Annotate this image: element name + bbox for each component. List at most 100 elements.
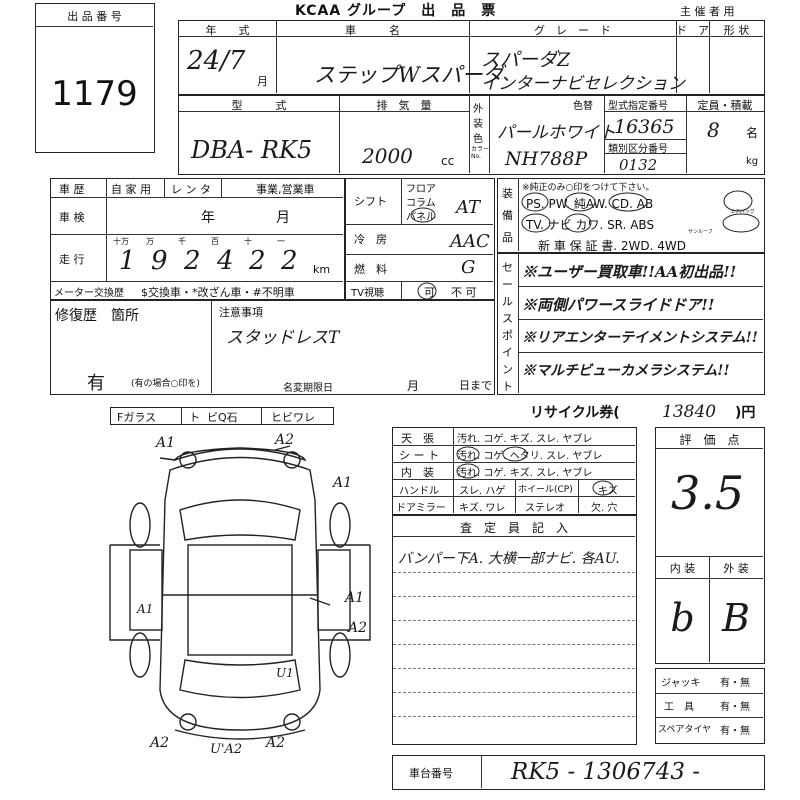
inspector-notes-box: 査 定 員 記 入 バンパー下A. 大横一部ナビ. 各AU. [392,515,637,745]
color-no-label: カラーNo. [471,146,490,160]
repair-yes: 有 [87,373,105,394]
color-value: パールホワイト [497,123,616,143]
mark-a2-rear-left: A2 [150,735,170,751]
glass-f: Fガラス [117,411,157,424]
mark-a2-rear-right: A2 [266,735,286,751]
mark-a1-front-left: A1 [156,435,176,451]
notice-value: スタッドレスT [226,328,340,348]
repair-box: 修復歴 箇所 注意事項 スタッドレスT 有 (有の場合○印を) 名変期限日 月 … [50,300,495,395]
handle-options: スレ. ハゲ [459,486,506,497]
ac-value: AAC [450,231,490,252]
handle-label: ハンドル [399,486,439,497]
lot-number-label: 出 品 番 号 [67,10,122,23]
airbag-sub: エアバッグ [730,209,755,215]
mark-a2-side: A2 [348,620,368,636]
jack-label: ジャッキ [661,678,701,689]
recycle-value: 13840 [662,402,717,422]
history-option-business: 事業,営業車 [256,183,315,196]
chassis-label: 車台番号 [409,767,453,780]
sales-label-7: ン [502,363,513,376]
equipment-circles [410,207,437,300]
ac-label: 冷 房 [354,233,387,246]
interior-condition-table: 天 張 汚れ. コゲ. キズ. スレ. ヤブレ シ ー ト 汚れ. コゲ. ヘタ… [392,427,637,515]
tools-box: ジャッキ 有・無 工 具 有・無 スペアタイヤ 有・無 [655,668,765,744]
fuel-label: 燃 料 [354,263,387,276]
mark-ua2-rear: U'A2 [210,742,243,757]
mirror-label: ドアミラー [396,503,446,514]
ceiling-options: 汚れ. コゲ. キズ. スレ. ヤブレ [457,434,593,445]
capacity-value: 8 [707,118,720,142]
exterior-label-1: 外 [473,104,483,115]
name-change-label: 名変期限日 [283,383,333,394]
sales-point-1: ※ユーザー買取車!!AA初出品!! [522,263,737,281]
inspection-year-unit: 年 [201,210,215,226]
seat-label: シ ー ト [399,449,439,462]
history-box: 車 歴 自 家 用 レ ン タ 事業,営業車 車 検 年 月 走 行 十万 万 … [50,178,345,300]
options-label-2: 備 [502,209,513,222]
capacity-label: 定員・積載 [697,99,753,112]
mirror-options: キズ. ワレ [459,503,506,514]
type-cert-label: 型式指定番号 [608,101,668,112]
sales-point-4: ※マルチビューカメラシステム!! [522,363,730,379]
glass-box: Fガラス ト ビQ石 ヒビワレ [110,407,334,425]
name-change-month: 月 [407,379,420,393]
mileage-label: 走 行 [59,253,85,266]
repair-label: 修復歴 箇所 [55,308,139,324]
options-circles [521,190,760,233]
options-line3: 新 車 保 証 書. 2WD. 4WD [538,239,686,253]
lot-number-value: 1179 [51,74,138,114]
recycle-unit: )円 [735,405,756,421]
options-label-1: 装 [502,187,513,200]
inspector-note: バンパー下A. 大横一部ナビ. 各AU. [398,551,620,567]
fuel-value: G [461,257,476,278]
chassis-box: 車台番号 RK5 - 1306743 - [392,755,765,790]
tv-no: 不 可 [451,286,477,299]
mileage-digit-1: 1 [119,246,136,276]
km-unit: km [313,263,331,276]
sales-label-4: ス [502,312,513,325]
row1-box: 年 式 車 名 グ レ ー ド ド ア 形 状 24/7 月 ステップWスパーダ… [178,20,765,95]
row2-box: 型 式 排 気 量 外 装 色 カラーNo. 色替 型式指定番号 類別区分番号 … [178,95,765,175]
mark-u1: U1 [276,666,294,680]
interior-circles [456,446,614,496]
sales-label-1: セ [502,261,513,274]
door-label: ド ア [676,24,709,37]
year-month-unit: 月 [257,75,268,88]
mileage-digit-3: 2 [184,246,201,276]
car-name-label: 車 名 [345,24,400,37]
sales-label-5: ポ [502,329,513,342]
year-label: 年 式 [205,24,250,37]
form-title: KCAA グループ 出 品 票 [295,3,497,19]
digit-unit-1: 十万 [113,237,129,246]
interior-score-value: b [670,596,695,640]
displacement-value: 2000 [362,144,413,168]
options-box: 装 備 品 ※純正のみ○印をつけて下さい。 PS. PW. 純AW. CD. A… [497,178,765,253]
ceiling-label: 天 張 [401,432,434,445]
digit-unit-5: 十 [244,237,252,246]
digit-unit-2: 万 [146,237,154,246]
interior-score-label: 内 装 [669,562,696,575]
options-label-3: 品 [502,231,513,244]
sales-points-box: セ ー ル ス ポ イ ン ト ※ユーザー買取車!!AA初出品!! ※両側パワー… [497,253,765,395]
wheel-options: キズ [598,486,618,497]
organizer-label: 主 催 者 用 [680,5,735,18]
glass-to: ト [189,411,200,424]
color-no-value: NH788P [505,148,588,170]
kg-unit: kg [746,156,759,167]
digit-unit-4: 百 [211,237,219,246]
interior-options: 汚れ. コゲ. キズ. スレ. ヤブレ [457,468,593,479]
sales-label-3: ル [502,295,513,308]
type-cert-value: 16365 [614,116,675,138]
seat-options: 汚れ. コゲ. ヘタリ. スレ. ヤブレ [457,451,603,462]
mark-a1-side: A1 [345,590,365,606]
shift-label: シフト [354,195,387,208]
sales-point-3: ※リアエンターテイメントシステム!! [522,330,758,346]
shape-label: 形 状 [723,24,750,37]
repair-circle-note: (有の場合○印を) [131,379,200,389]
inspector-label: 査 定 員 記 入 [459,521,568,535]
grade-label: グ レ ー ド [534,24,611,37]
digit-unit-6: 一 [277,237,285,246]
history-option-rental: レ ン タ [171,183,211,196]
shift-value: AT [456,197,481,218]
tv-label: TV視聴 [351,288,384,299]
